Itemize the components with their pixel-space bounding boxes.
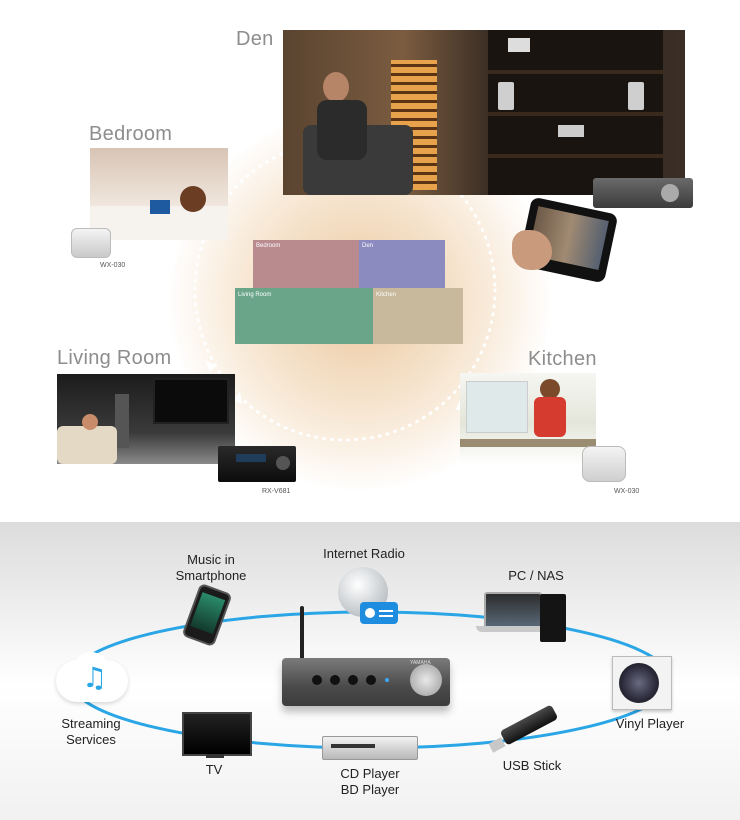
- living-room-device-model: RX-V681: [262, 488, 291, 495]
- label-vinyl: Vinyl Player: [615, 716, 685, 731]
- kitchen-device-model: WX-030: [614, 488, 640, 495]
- bookshelf: [488, 30, 663, 195]
- man-body: [317, 100, 367, 160]
- room-label-living-room: Living Room: [57, 347, 172, 369]
- kitchen-window: [466, 381, 528, 433]
- woman-head: [540, 379, 560, 399]
- living-room-receiver: [218, 446, 296, 482]
- room-label-kitchen: Kitchen: [528, 348, 597, 370]
- speaker-left: [498, 82, 514, 110]
- bedroom-device-model: WX-030: [100, 262, 126, 269]
- tower-speaker: [115, 394, 129, 448]
- boy-head: [82, 414, 98, 430]
- tv-screen: [153, 378, 229, 424]
- sofa: [57, 426, 117, 464]
- laptop-base: [476, 626, 544, 632]
- tile-bedroom: Bedroom: [253, 240, 359, 288]
- nas-icon: [540, 594, 566, 642]
- living-room-photo: [57, 374, 235, 464]
- amp-antenna: [300, 606, 304, 664]
- multiroom-panel: Den Bedroom WX-030: [57, 28, 693, 495]
- amp-brand: YAMAHA: [410, 660, 431, 666]
- label-internet-radio: Internet Radio: [323, 546, 405, 561]
- hand: [512, 230, 552, 270]
- kitchen-photo: [460, 373, 596, 465]
- bedroom-speaker: [71, 228, 111, 258]
- man-head: [323, 72, 349, 102]
- red-top: [534, 397, 566, 437]
- woman-head: [180, 186, 206, 212]
- tv-stand: [206, 754, 224, 758]
- radio-icon: [360, 602, 398, 624]
- bedroom-photo: [90, 148, 228, 240]
- label-usb: USB Stick: [502, 758, 562, 773]
- network-amplifier: YAMAHA: [282, 658, 450, 706]
- den-amplifier: [593, 178, 693, 208]
- volume-knob: [410, 664, 442, 696]
- tile-den: Den: [359, 240, 445, 288]
- speaker-right: [628, 82, 644, 110]
- countertop: [460, 439, 596, 447]
- tv-icon: [182, 712, 252, 756]
- tile-kitchen: Kitchen: [373, 288, 463, 344]
- music-note-icon: ♫: [82, 661, 108, 694]
- cd-bd-player-icon: [322, 736, 418, 760]
- kitchen-speaker: [582, 446, 626, 482]
- app-room-tiles: Bedroom Den Living Room Kitchen: [235, 240, 463, 344]
- book: [150, 200, 170, 214]
- room-label-den: Den: [236, 28, 274, 50]
- vinyl-player-icon: [612, 656, 672, 710]
- room-label-bedroom: Bedroom: [89, 123, 173, 145]
- label-tv: TV: [205, 762, 223, 777]
- laptop-icon: [484, 592, 542, 630]
- tile-living-room: Living Room: [235, 288, 373, 344]
- den-photo: [283, 30, 685, 195]
- label-pc-nas: PC / NAS: [508, 568, 564, 583]
